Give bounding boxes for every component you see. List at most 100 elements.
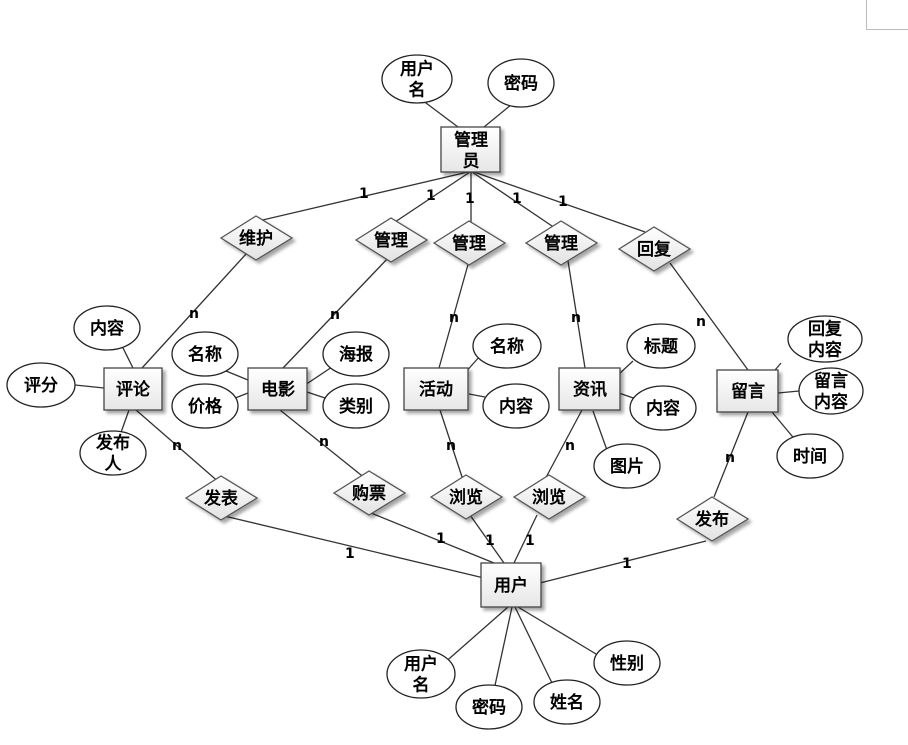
rel-manage-activity-label: 管理: [452, 233, 486, 254]
attr-news-content: [629, 385, 697, 431]
relationship-labels: 维护 管理 管理 管理 回复 发表 购票 浏览 浏览 发布: [203, 228, 729, 530]
rel-manage-news-label: 管理: [544, 233, 578, 254]
attr-user-name: [533, 679, 601, 725]
card-manage-movie: n: [330, 307, 340, 323]
attr-message-reply-label: 回复内容: [808, 319, 843, 361]
attr-news-title: [626, 323, 696, 369]
rel-manage-movie: [354, 217, 429, 263]
attr-activity-name: [472, 323, 542, 369]
card-user-publish-review: 1: [345, 546, 355, 562]
attr-activity-name-label: 名称: [490, 336, 524, 357]
card-message-publish: n: [725, 450, 735, 466]
card-review-publish: n: [172, 438, 182, 454]
card-admin-manage-activity: 1: [465, 191, 475, 207]
entity-review: [103, 367, 163, 411]
attr-movie-price: [171, 383, 239, 429]
entity-admin-label: 管理员: [454, 130, 488, 172]
rel-browse-activity-label: 浏览: [449, 487, 483, 508]
attr-movie-name-label: 名称: [188, 344, 222, 365]
attr-activity-content-label: 内容: [499, 396, 533, 417]
card-manage-activity: n: [449, 310, 459, 326]
rel-maintain-label: 维护: [239, 228, 273, 249]
card-user-browse-activity: 1: [485, 533, 495, 549]
attr-user-password-label: 密码: [472, 697, 506, 718]
attr-movie-category: [322, 383, 390, 429]
card-admin-maintain: 1: [359, 186, 369, 202]
attr-news-image-label: 图片: [610, 456, 644, 477]
attr-message-reply: [787, 315, 863, 363]
attr-review-publisher: [79, 430, 147, 476]
entity-news: [558, 367, 621, 411]
attr-admin-password: [487, 58, 555, 108]
entity-activity: [403, 367, 469, 411]
card-maintain-review: n: [189, 306, 199, 322]
attr-review-publisher-label: 发布人: [95, 433, 130, 475]
attr-movie-price-label: 价格: [188, 396, 223, 417]
rel-publish-review-label: 发表: [203, 488, 239, 509]
attr-news-content-label: 内容: [646, 398, 680, 419]
attr-message-content: [798, 367, 864, 415]
card-user-buy: 1: [436, 531, 446, 547]
entity-movie: [247, 367, 308, 411]
entity-user: [480, 562, 542, 608]
attr-review-score-label: 评分: [24, 376, 58, 396]
rel-browse-news: [512, 474, 587, 520]
entity-user-label: 用户: [494, 575, 528, 596]
attr-review-content-label: 内容: [90, 318, 124, 339]
entity-boxes: [103, 126, 779, 608]
attr-user-name-label: 姓名: [550, 692, 584, 713]
card-news-browse: n: [565, 438, 575, 454]
rel-reply: [617, 226, 692, 272]
rel-manage-news: [524, 220, 599, 266]
card-user-browse-news: 1: [525, 533, 535, 549]
attr-message-content-label: 留言内容: [814, 371, 848, 413]
cardinality-labels: 1 1 1 1 1 n n n n n n n n n n 1 1 1 1 1: [172, 186, 735, 572]
rel-manage-movie-label: 管理: [374, 230, 408, 251]
card-admin-reply: 1: [558, 194, 568, 210]
entity-review-label: 评论: [116, 379, 151, 400]
entity-movie-label: 电影: [261, 379, 295, 400]
entity-news-label: 资讯: [573, 379, 607, 400]
card-admin-manage-news: 1: [512, 191, 522, 207]
attr-admin-password-label: 密码: [504, 73, 538, 94]
attr-movie-poster-label: 海报: [339, 344, 373, 365]
relationship-diamonds: [184, 215, 750, 542]
attr-message-time-label: 时间: [793, 446, 827, 467]
entity-labels: 管理员 评论 电影 活动 资讯 留言 用户: [116, 130, 765, 597]
card-activity-browse: n: [446, 438, 456, 454]
rel-publish-message-label: 发布: [694, 509, 729, 530]
attr-user-password: [455, 684, 523, 730]
rel-publish-message: [675, 496, 750, 542]
page-corner-frame: [866, 0, 908, 30]
attr-movie-poster: [322, 331, 390, 377]
entity-activity-label: 活动: [419, 379, 453, 400]
entity-message: [716, 369, 779, 413]
attr-news-image: [593, 443, 661, 489]
rel-reply-label: 回复: [637, 239, 672, 260]
attr-review-score: [6, 362, 76, 408]
attr-movie-category-label: 类别: [339, 396, 373, 417]
card-admin-manage-movie: 1: [426, 188, 436, 204]
rel-buy-ticket-label: 购票: [352, 483, 386, 504]
rel-browse-news-label: 浏览: [532, 487, 566, 508]
rel-browse-activity: [429, 474, 504, 520]
attr-admin-username: [381, 54, 453, 104]
attr-activity-content: [482, 383, 550, 429]
card-movie-buy: n: [319, 434, 329, 450]
attr-news-title-label: 标题: [644, 336, 679, 357]
attr-user-gender: [593, 640, 661, 686]
attr-movie-name: [171, 331, 239, 377]
attr-admin-username-label: 用户名: [400, 59, 434, 101]
attr-user-gender-label: 性别: [610, 653, 644, 674]
rel-buy-ticket: [332, 470, 407, 516]
rel-maintain: [219, 215, 294, 261]
attr-message-time: [776, 433, 844, 479]
entity-message-label: 留言: [731, 381, 765, 402]
rel-manage-activity: [432, 220, 507, 266]
attr-user-username: [386, 649, 456, 699]
entity-admin: [440, 126, 501, 173]
card-reply-message: n: [696, 314, 706, 330]
rel-publish-review: [184, 475, 259, 521]
card-user-publish-message: 1: [622, 556, 632, 572]
